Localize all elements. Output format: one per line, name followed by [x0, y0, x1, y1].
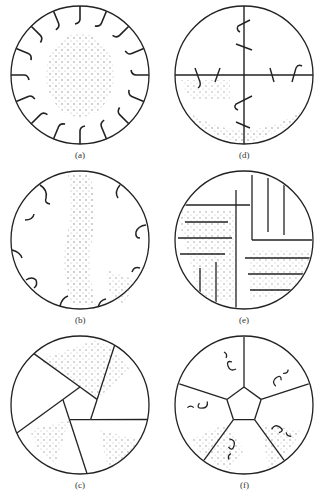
pattern-a: [11, 6, 149, 144]
pattern-e: [176, 175, 312, 310]
pattern-b: [12, 175, 146, 307]
figure-label: (d): [239, 151, 250, 160]
pattern-c: [17, 340, 148, 474]
pattern-f: [173, 337, 314, 472]
figure-label: (c): [75, 481, 85, 490]
circle-outlines: [11, 6, 313, 474]
figure-label: (f): [240, 481, 249, 490]
figure-label: (b): [75, 316, 86, 325]
figure-label: (e): [239, 316, 249, 325]
figure-label: (a): [75, 151, 85, 160]
pattern-d: [175, 6, 313, 144]
